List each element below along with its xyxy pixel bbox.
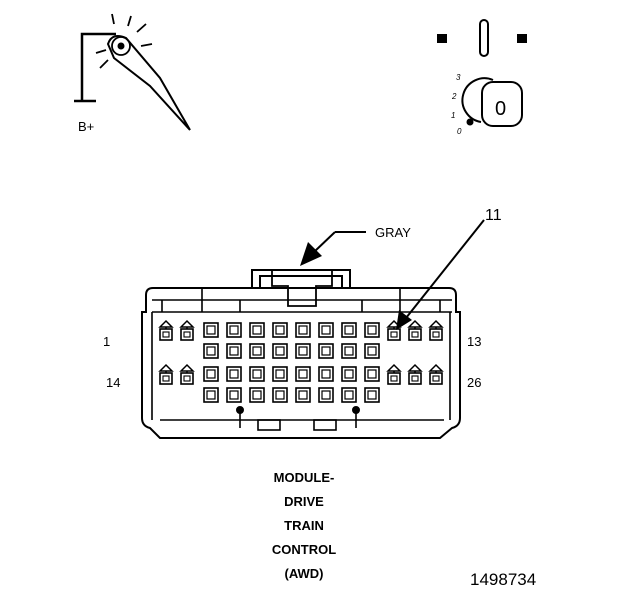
b-plus-label: B+ [78,119,94,134]
switch-position-2: 2 [451,92,457,101]
pin-26-label: 26 [467,375,481,390]
pin-11-label: 11 [485,207,502,224]
pin-13-label: 13 [467,334,481,349]
terminal-row-2 [159,364,443,385]
switch-position-3: 3 [456,73,461,82]
title-line: CONTROL [271,542,337,557]
module-title: MODULE- DRIVE TRAIN CONTROL (AWD) [204,466,404,586]
switch-position-0: 0 [457,127,462,136]
pin-1-label: 1 [103,334,110,349]
test-lamp-icon [74,13,191,131]
pin-14-label: 14 [106,375,120,390]
connector-housing [141,269,461,439]
title-line: DRIVE [284,494,324,509]
connector-color-label: GRAY [375,225,411,240]
title-line: TRAIN [284,518,324,533]
title-line: (AWD) [284,566,324,581]
key-position-label: 0 [495,98,506,120]
terminal-bottom-cavities [203,387,380,403]
pin-11-callout-arrow [396,219,485,330]
terminal-inner-cavities [203,343,380,359]
title-line: MODULE- [273,470,335,485]
ignition-switch-icon: 0 [437,19,527,127]
switch-position-1: 1 [451,111,455,120]
figure-id: 1498734 [470,570,537,589]
gray-callout-arrow [300,231,366,266]
